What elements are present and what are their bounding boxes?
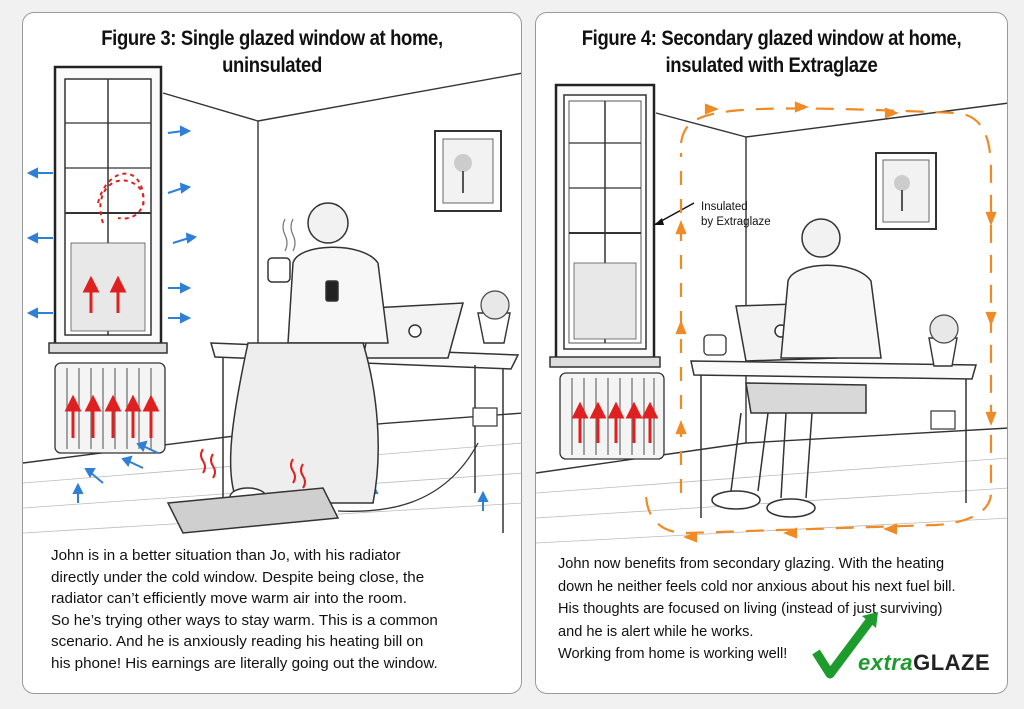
figure-4-title-line-2: insulated with Extraglaze xyxy=(665,54,878,77)
heat-circulation-arrows xyxy=(644,101,997,543)
caption-line: down he neither feels cold nor anxious a… xyxy=(558,578,956,595)
figure-4-caption: John now benefits from secondary glazing… xyxy=(558,553,956,666)
extraglaze-checkmark-logo-icon xyxy=(812,612,878,679)
figure-4-title-line-1: Figure 4: Secondary glazed window at hom… xyxy=(581,27,962,50)
cold-arrows xyxy=(26,125,489,511)
caption-line: directly under the cold window. Despite … xyxy=(51,568,425,586)
figure-3-panel: Figure 3: Single glazed window at home, … xyxy=(22,12,522,694)
figure-4-title: Figure 4: Secondary glazed window at hom… xyxy=(564,25,978,79)
caption-line: radiator can’t efficiently move warm air… xyxy=(51,590,407,608)
caption-line: John now benefits from secondary glazing… xyxy=(558,556,945,572)
foot-heater xyxy=(166,407,498,534)
figure-3-title-text: Figure 3: Single glazed window at home, … xyxy=(101,27,443,77)
logo-glaze-text: GLAZE xyxy=(913,650,991,675)
caption-line: John is in a better situation than Jo, w… xyxy=(51,547,401,564)
figure-3-title: Figure 3: Single glazed window at home, … xyxy=(53,25,491,79)
person-john-cold xyxy=(229,202,389,511)
caption-line: scenario. And he is anxiously reading hi… xyxy=(51,633,424,651)
caption-line: So he’s trying other ways to stay warm. … xyxy=(51,611,438,629)
single-glazed-window xyxy=(48,65,168,354)
figure-3-illustration xyxy=(23,65,521,534)
plant xyxy=(477,290,511,344)
extraglaze-logo: extraGLAZE xyxy=(858,650,990,676)
logo-extra-text: extra xyxy=(858,650,914,675)
person-john-happy xyxy=(711,218,882,518)
figure-4-panel: Figure 4: Secondary glazed window at hom… xyxy=(535,12,1008,694)
warm-arrows xyxy=(571,401,659,443)
caption-line: His thoughts are focused on living (inst… xyxy=(558,601,943,617)
desk xyxy=(690,360,977,518)
figure-3-caption: John is in a better situation than Jo, w… xyxy=(51,545,438,675)
caption-line: and he is alert while he works. xyxy=(558,623,754,640)
caption-line: his phone! His earnings are literally go… xyxy=(51,654,438,672)
annotation-line-1: Insulated xyxy=(701,201,748,213)
secondary-glazed-window xyxy=(549,83,661,368)
annotation-line-2: by Extraglaze xyxy=(701,216,771,228)
caption-line: Working from home is working well! xyxy=(558,646,788,662)
insulated-annotation: Insulated by Extraglaze xyxy=(701,200,771,230)
figure-4-illustration xyxy=(536,83,1007,544)
warm-arrows xyxy=(64,275,160,438)
